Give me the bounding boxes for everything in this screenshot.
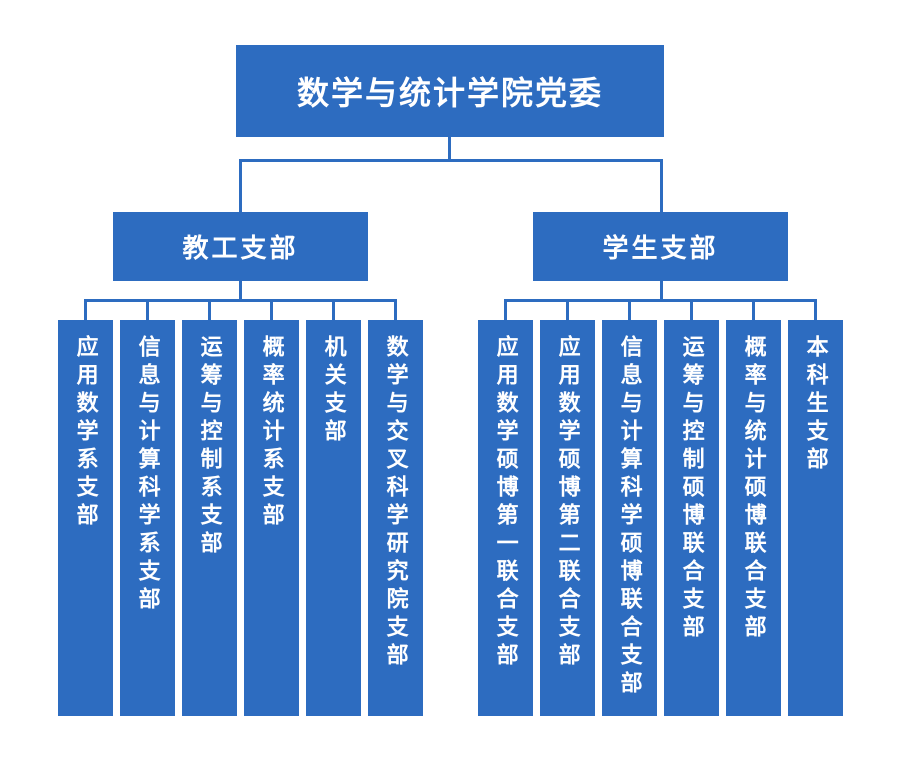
branch-label-faculty: 教工支部 — [182, 233, 299, 263]
leaf-label: 信息与计算科学系支部 — [135, 335, 161, 615]
leaf-box-faculty-2: 信息与计算科学系支部 — [120, 320, 175, 716]
leaf-label: 概率与统计硕博联合支部 — [741, 335, 767, 643]
leaf-label: 机关支部 — [321, 335, 347, 447]
connector-student-stem — [660, 280, 663, 301]
root-label: 数学与统计学院党委 — [296, 75, 603, 111]
connector-student-stub-2 — [566, 299, 569, 322]
connector-faculty-crossbar — [84, 299, 397, 302]
branch-box-faculty: 教工支部 — [113, 212, 368, 281]
connector-root-stem — [448, 136, 451, 161]
leaf-box-student-5: 概率与统计硕博联合支部 — [726, 320, 781, 716]
connector-student-stub-6 — [814, 299, 817, 322]
connector-branch-left-drop — [239, 159, 242, 213]
leaf-box-faculty-1: 应用数学系支部 — [58, 320, 113, 716]
connector-root-crossbar — [239, 159, 663, 162]
leaf-box-faculty-3: 运筹与控制系支部 — [182, 320, 237, 716]
leaf-label: 运筹与控制硕博联合支部 — [679, 335, 705, 643]
connector-student-stub-1 — [504, 299, 507, 322]
connector-student-stub-5 — [752, 299, 755, 322]
branch-box-student: 学生支部 — [533, 212, 788, 281]
branch-label-student: 学生支部 — [602, 233, 719, 263]
connector-faculty-stub-3 — [208, 299, 211, 322]
connector-student-stub-3 — [628, 299, 631, 322]
leaf-label: 应用数学硕博第二联合支部 — [555, 335, 581, 671]
leaf-box-student-6: 本科生支部 — [788, 320, 843, 716]
leaf-label: 应用数学系支部 — [73, 335, 99, 531]
leaf-box-student-2: 应用数学硕博第二联合支部 — [540, 320, 595, 716]
root-box: 数学与统计学院党委 — [236, 45, 664, 137]
leaf-box-faculty-6: 数学与交叉科学研究院支部 — [368, 320, 423, 716]
leaf-label: 概率统计系支部 — [259, 335, 285, 531]
connector-student-crossbar — [504, 299, 817, 302]
connector-faculty-stem — [239, 280, 242, 301]
connector-faculty-stub-2 — [146, 299, 149, 322]
connector-faculty-stub-5 — [332, 299, 335, 322]
connector-faculty-stub-1 — [84, 299, 87, 322]
connector-faculty-stub-6 — [394, 299, 397, 322]
connector-faculty-stub-4 — [270, 299, 273, 322]
leaf-label: 运筹与控制系支部 — [197, 335, 223, 559]
leaf-box-student-4: 运筹与控制硕博联合支部 — [664, 320, 719, 716]
leaf-label: 本科生支部 — [803, 335, 829, 475]
leaf-box-student-1: 应用数学硕博第一联合支部 — [478, 320, 533, 716]
leaf-box-faculty-5: 机关支部 — [306, 320, 361, 716]
leaf-box-student-3: 信息与计算科学硕博联合支部 — [602, 320, 657, 716]
leaf-label: 应用数学硕博第一联合支部 — [493, 335, 519, 671]
leaf-label: 信息与计算科学硕博联合支部 — [617, 335, 643, 699]
leaf-box-faculty-4: 概率统计系支部 — [244, 320, 299, 716]
connector-student-stub-4 — [690, 299, 693, 322]
connector-branch-right-drop — [660, 159, 663, 213]
leaf-label: 数学与交叉科学研究院支部 — [383, 335, 409, 671]
